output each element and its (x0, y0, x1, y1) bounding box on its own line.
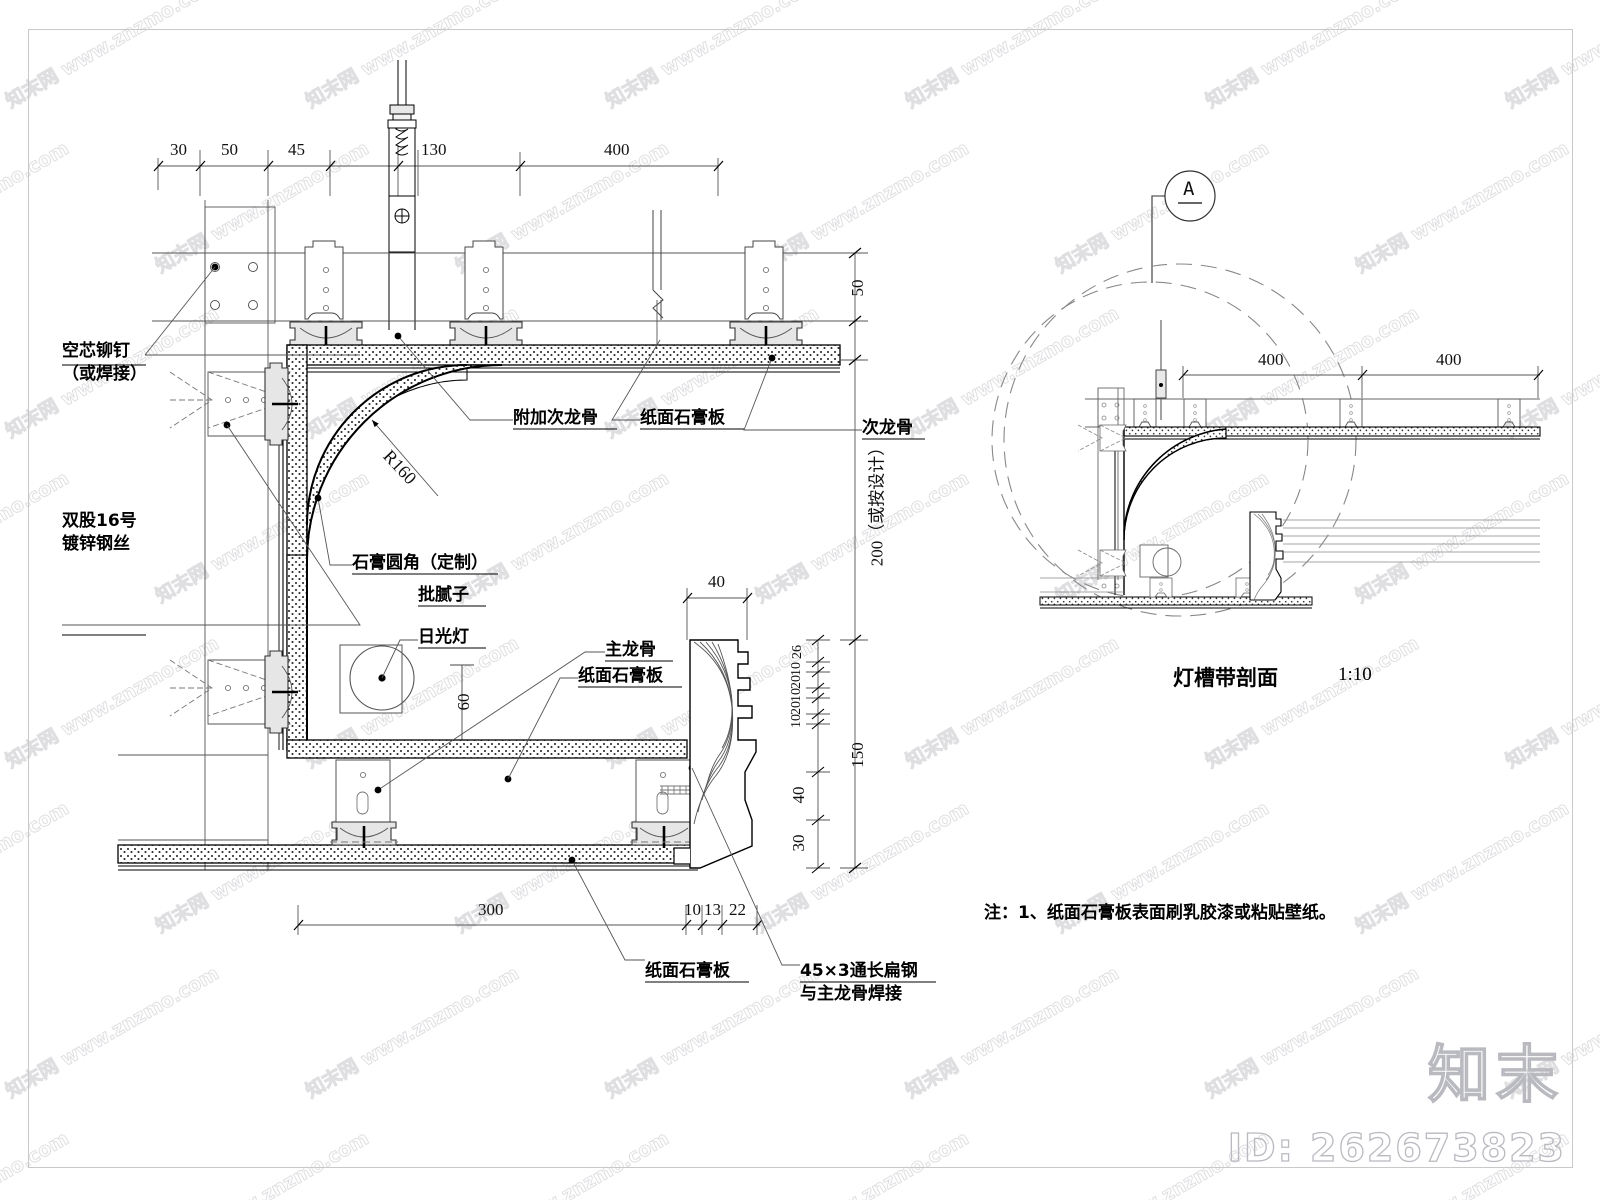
label-main-keel: 主龙骨 (605, 640, 656, 660)
dim-right-150: 150 (848, 742, 867, 768)
dim-bottom-300: 300 (478, 900, 504, 919)
label-gypsum-board-mid: 纸面石膏板 (578, 666, 663, 686)
dim-top-400: 400 (604, 140, 630, 159)
label-hollow-rivet-line1: 空芯铆钉 (62, 341, 130, 361)
dim-inner-10c: 10 (789, 714, 804, 728)
brand-logo: 知末 (1427, 1037, 1564, 1112)
label-putty: 批腻子 (418, 585, 469, 605)
dim-lamp-60: 60 (454, 693, 473, 711)
label-gypsum-board-top: 纸面石膏板 (640, 408, 725, 428)
detail-bubble-letter: A (1183, 178, 1195, 200)
label-hollow-rivet: 空芯铆钉 （或焊接） (62, 340, 147, 386)
label-fluorescent-lamp: 日光灯 (418, 627, 469, 647)
detail-dim-400-a: 400 (1258, 350, 1284, 369)
drawing-id: ID: 262673823 (1227, 1125, 1566, 1170)
label-flat-steel-line1: 45×3通长扁钢 (800, 961, 918, 981)
label-galvanized-wire-line1: 双股16号 (62, 511, 137, 531)
label-gypsum-board-bottom: 纸面石膏板 (645, 961, 730, 981)
label-flat-steel: 45×3通长扁钢 与主龙骨焊接 (800, 960, 918, 1006)
dim-top-130: 130 (421, 140, 447, 159)
dim-board-40: 40 (708, 572, 725, 591)
dim-bottom-13: 13 (704, 900, 721, 919)
dim-top-50: 50 (221, 140, 238, 159)
dim-inner-40: 40 (789, 786, 808, 804)
label-flat-steel-line2: 与主龙骨焊接 (800, 983, 902, 1004)
label-hollow-rivet-line2: （或焊接） (62, 363, 147, 384)
detail-view-scale: 1:10 (1338, 664, 1372, 685)
label-galvanized-wire-line2: 镀锌钢丝 (62, 533, 130, 554)
dim-top-45: 45 (288, 140, 305, 159)
dim-top-30: 30 (170, 140, 187, 159)
label-secondary-keel: 次龙骨 (862, 418, 913, 438)
detail-dim-400-b: 400 (1436, 350, 1462, 369)
detail-view-title: 灯槽带剖面 (1173, 666, 1278, 690)
label-galvanized-wire: 双股16号 镀锌钢丝 (62, 510, 137, 556)
dim-right-50: 50 (848, 279, 867, 297)
drawing-note: 注：1、纸面石膏板表面刷乳胶漆或粘贴壁纸。 (984, 903, 1336, 923)
label-extra-secondary-keel: 附加次龙骨 (513, 408, 598, 428)
dim-bottom-22: 22 (729, 900, 746, 919)
label-gypsum-round-corner: 石膏圆角（定制） (352, 553, 488, 573)
dim-bottom-10: 10 (684, 900, 701, 919)
dim-inner-30: 30 (789, 834, 808, 852)
